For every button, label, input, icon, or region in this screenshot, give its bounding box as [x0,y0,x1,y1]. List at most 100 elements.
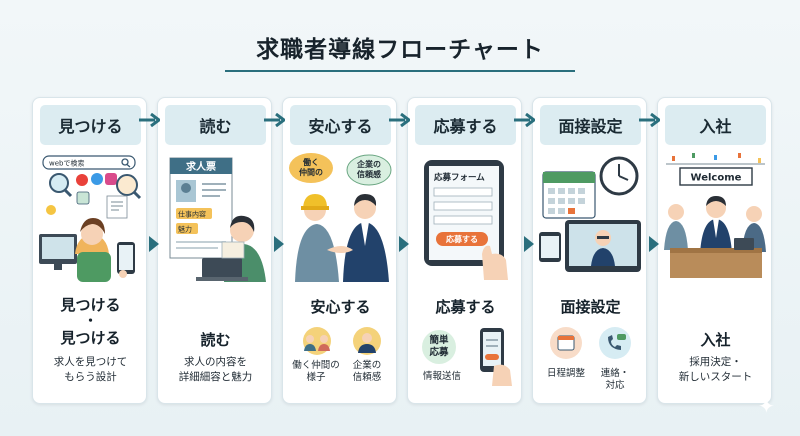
step-header-reassure: 安心する [290,105,391,145]
step-title-reassure: 安心する [310,298,371,316]
read-illustration: 求人票 仕事内容 魅力 [169,157,266,282]
arrow-right-icon [149,236,159,252]
sub-contact-2: 対応 [605,380,625,391]
confetti [672,153,761,163]
step-title-apply: 応募する [435,298,496,316]
step-desc-find-1: 求人を見つけて [53,356,128,368]
colleagues-icon [303,327,331,355]
step-card-join: 入社 Welcome [657,97,772,404]
handshake [327,246,353,253]
arrow-right-icon [264,113,285,127]
easy-apply-badge [422,330,456,364]
svg-text:Welcome: Welcome [691,173,742,184]
find-illustration: webで検索 [39,155,142,282]
laptop-icon [202,258,242,278]
tag-appeal [176,223,198,234]
welcome-banner [679,167,753,186]
step-title-interview: 面接設定 [560,298,621,316]
sub-colleagues-1: 働く仲間の [292,360,340,371]
arrow-right-icon [274,236,284,252]
desk-laptop [734,238,754,250]
svg-text:仲間の: 仲間の [299,167,323,177]
form-apply-button [436,232,488,246]
clock-icon [599,156,639,196]
join-illustration: Welcome [664,153,766,278]
person-center [700,196,732,254]
arrow-right-icon [639,113,660,127]
book-icon [221,241,245,259]
arrow-right-icon [389,113,410,127]
phone-chat-icon [599,327,631,359]
sub-info-send: 情報送信 [422,371,461,382]
schedule-icon [550,327,582,359]
small-card-icon [76,191,90,205]
step-header-join: 入社 [665,105,766,145]
trust-icon [353,327,381,355]
bulb-icon [46,205,56,215]
sub-schedule: 日程調整 [546,368,585,379]
step-header-find: 見つける [40,105,141,145]
step-desc-join-2: 新しいスタート [678,371,753,383]
arrow-right-icon [649,236,659,252]
step-title-find-2: 見つける [60,329,121,347]
app-icon-pink [105,173,117,185]
magnifier-right-icon [116,174,142,200]
search-box-text: webで検索 [49,159,84,168]
step-card-find: 見つける webで検索 [32,97,147,404]
sub-trust-1: 企業の [352,360,382,371]
step-desc-read-2: 詳細細容と魅力 [178,371,253,383]
step-card-read: 読む 求人票 仕事内容 魅力 読む 求人の内容を [157,97,272,404]
form-title: 応募フォーム [433,172,485,183]
document-icon [106,195,128,219]
svg-text:仕事内容: 仕事内容 [178,210,206,219]
step-title-find-1: 見つける [60,296,121,314]
svg-text:働く: 働く [302,157,319,167]
arrow-right-icon [524,236,534,252]
sub-contact-1: 連絡・ [600,368,630,379]
title-underline [225,70,575,72]
svg-text:企業の: 企業の [356,159,381,169]
sub-trust-2: 信頼感 [352,372,382,383]
step-header-apply: 応募する [415,105,516,145]
step-title-find-dot: ・ [83,314,97,329]
job-sheet-title: 求人票 [186,160,216,173]
video-call-monitor [565,220,641,272]
svg-text:信頼感: 信頼感 [357,169,381,179]
magnifier-left-icon [49,173,73,198]
pointing-hand [482,245,508,280]
bubble-colleagues [289,153,333,183]
app-icon-red [76,174,88,186]
interview-illustration [539,156,641,272]
step-card-reassure: 安心する 働く 仲間の 企業の 信頼感 安心する [282,97,397,404]
tag-job-content [176,208,212,219]
arrow-right-icon [399,236,409,252]
person-woman [75,218,111,282]
apply-illustration: 応募フォーム 応募する [424,160,508,280]
reassure-illustration: 働く 仲間の 企業の 信頼感 [289,153,392,282]
svg-text:応募する: 応募する [446,234,478,244]
step-desc-join-1: 採用決定・ [689,356,742,368]
step-desc-read-1: 求人の内容を [184,356,247,368]
page-title: 求職者導線フローチャート [256,37,544,63]
bubble-trust [346,154,392,186]
step-title-join: 入社 [700,331,731,349]
step-desc-find-2: もらう設計 [64,371,117,383]
arrow-right-icon [514,113,535,127]
sparkle-icon: ✦ [758,394,775,418]
easy-apply-2: 応募 [429,347,449,358]
step-header-read: 読む [165,105,266,145]
person-worker [295,194,339,282]
app-icon-blue [91,173,103,185]
smartphone-hand-icon [480,328,512,386]
person-businessman [343,194,389,282]
step-header-interview: 面接設定 [540,105,641,145]
calendar-icon [542,171,596,219]
step-title-read: 読む [200,331,231,349]
easy-apply-1: 簡単 [429,335,449,346]
search-icon [121,158,131,168]
person-left [664,204,688,250]
sub-colleagues-2: 様子 [306,372,326,383]
step-card-interview: 面接設定 [532,97,647,404]
arrow-right-icon [139,113,160,127]
